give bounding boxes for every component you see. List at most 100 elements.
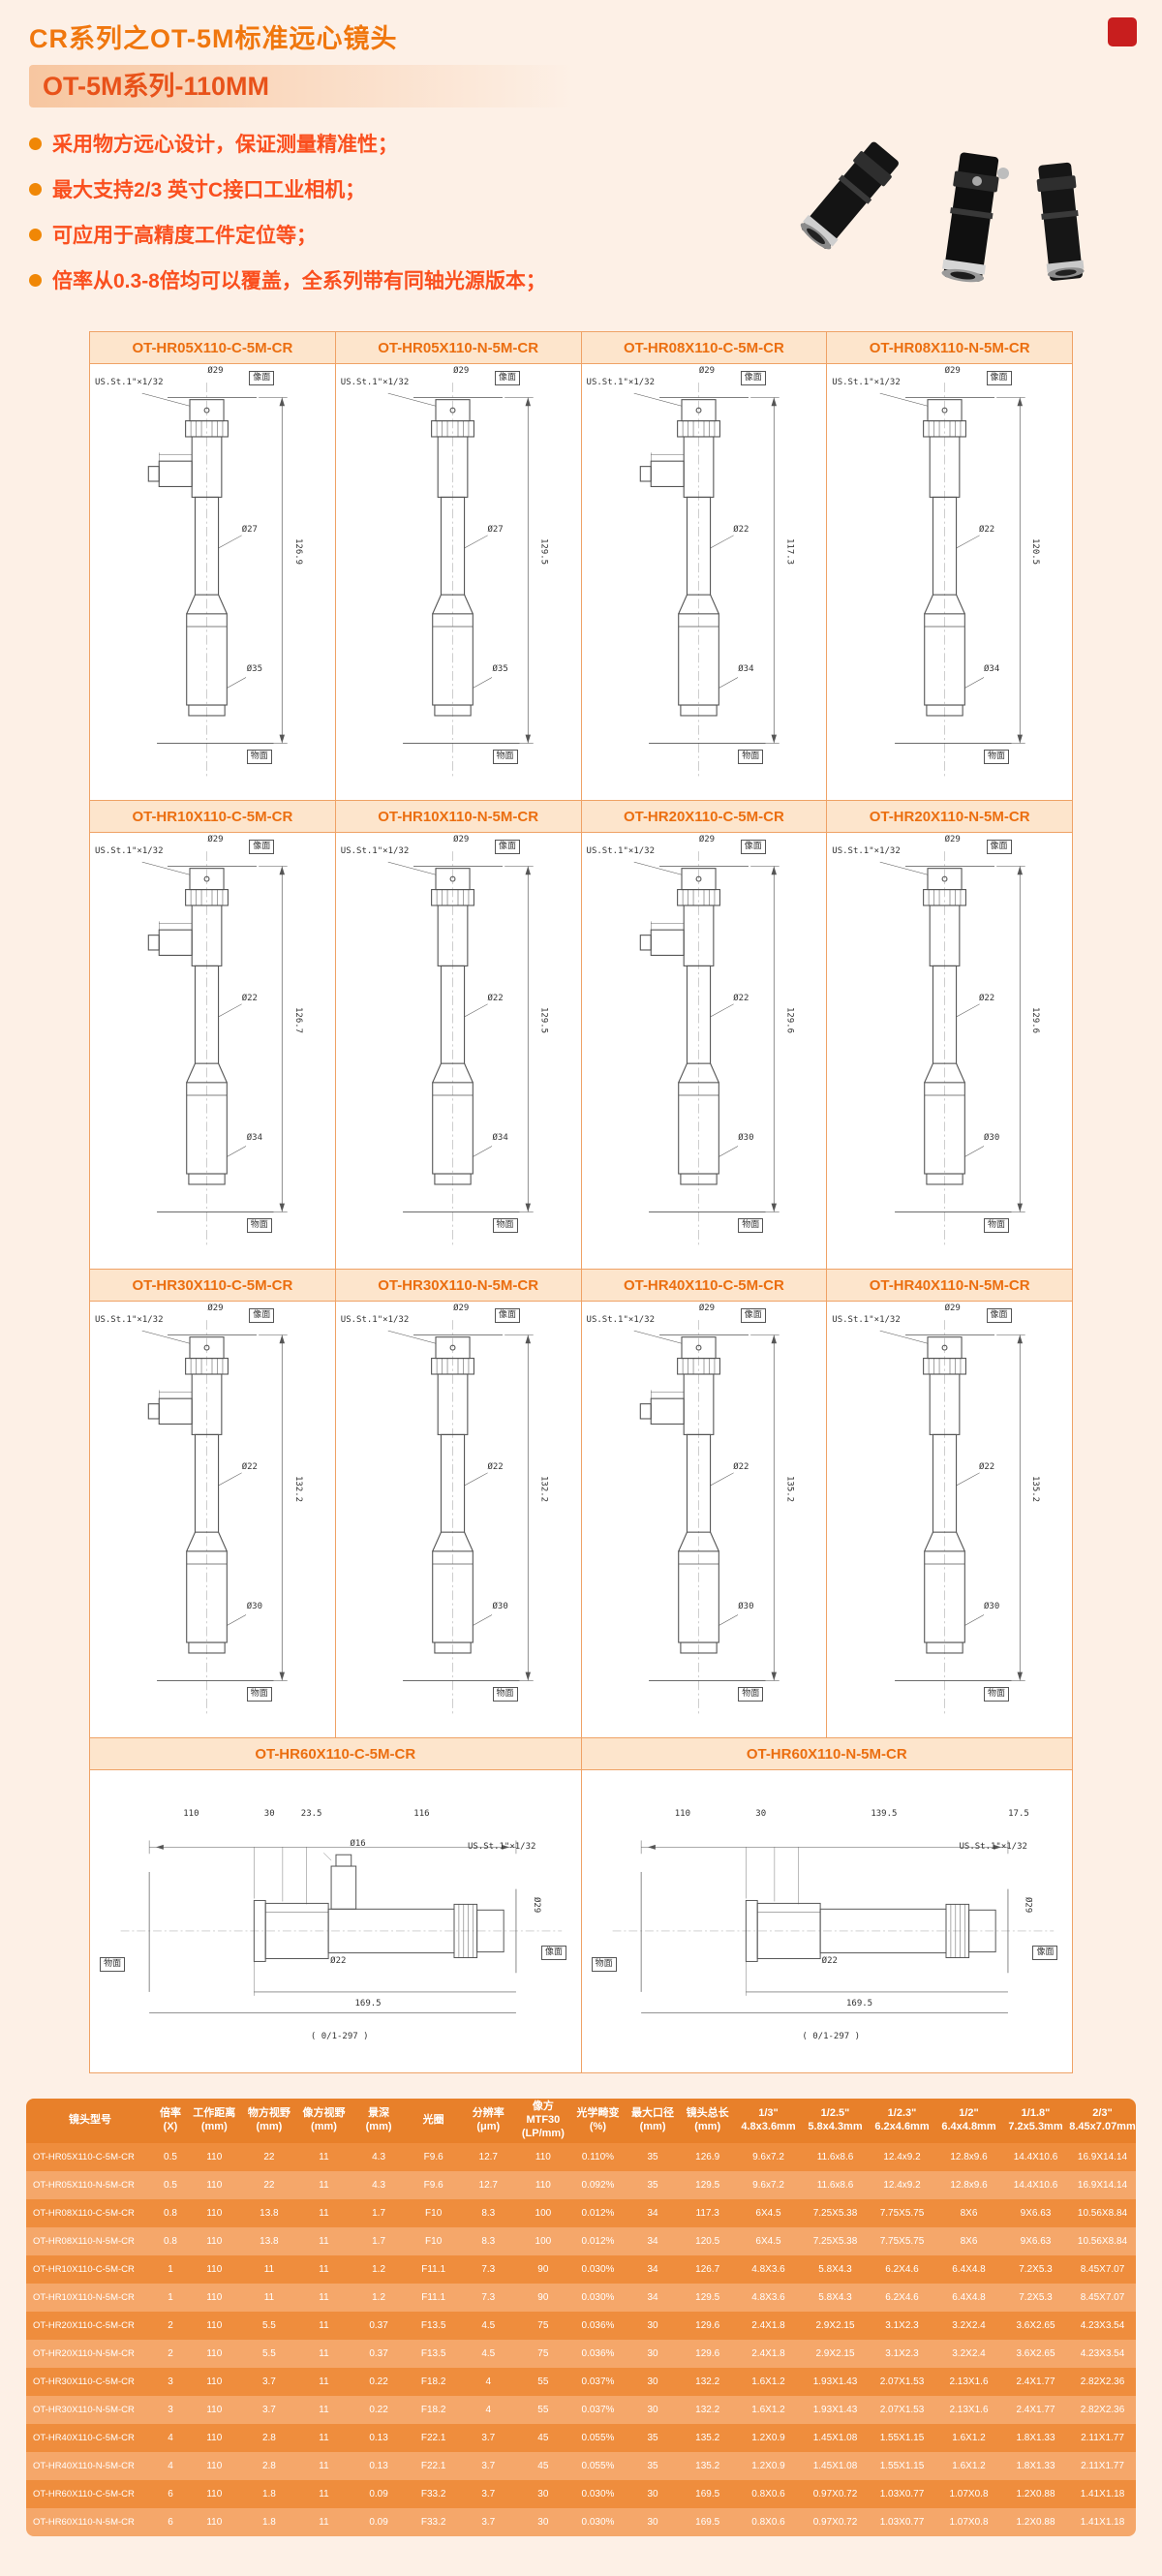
dim-front-diameter: Ø30 bbox=[492, 1601, 508, 1611]
lens-outline-drawing bbox=[633, 1319, 780, 1716]
intro-section: 采用物方远心设计，保证测量精准性； 最大支持2/3 英寸C接口工业相机； 可应用… bbox=[29, 123, 1137, 322]
spec-value-cell: 8.3 bbox=[460, 2227, 516, 2255]
spec-value-cell: 1.45X1.08 bbox=[802, 2452, 869, 2480]
spec-col-header: 光学畸变 (%) bbox=[570, 2099, 626, 2143]
dim-range-note: ( 0/1-297 ) bbox=[310, 2032, 369, 2042]
spec-value-cell: 13.8 bbox=[241, 2227, 297, 2255]
dim-mid-diameter: Ø22 bbox=[733, 993, 749, 1003]
lens-model-header: OT-HR05X110-C-5M-CR bbox=[90, 332, 335, 364]
coaxial-port-outline bbox=[639, 920, 685, 957]
lens-drawing-cell: OT-HR30X110-C-5M-CR Ø29 US.St.1"×1/32 像面… bbox=[90, 1270, 335, 1737]
object-plane-label: 物面 bbox=[246, 750, 272, 765]
spec-value-cell: 0.036% bbox=[570, 2312, 626, 2340]
lens-outline-drawing bbox=[141, 850, 289, 1247]
lens-drawing-cell: OT-HR30X110-N-5M-CR Ø29 US.St.1"×1/32 像面… bbox=[335, 1270, 581, 1737]
dim-total-length: 120.5 bbox=[1030, 538, 1041, 566]
feature-item: 采用物方远心设计，保证测量精准性； bbox=[29, 129, 759, 158]
spec-value-cell: 1.8X1.33 bbox=[1002, 2424, 1069, 2452]
spec-col-header: 最大口径 (mm) bbox=[625, 2099, 681, 2143]
thread-spec-note: US.St.1"×1/32 bbox=[340, 378, 410, 388]
spec-value-cell: 34 bbox=[625, 2199, 681, 2227]
spec-value-cell: 12.8x9.6 bbox=[935, 2171, 1002, 2199]
dim-front-diameter: Ø35 bbox=[246, 663, 263, 674]
spec-value-cell: 0.055% bbox=[570, 2452, 626, 2480]
spec-value-cell: 11 bbox=[296, 2255, 352, 2284]
lens-drawing-cell: OT-HR10X110-N-5M-CR Ø29 US.St.1"×1/32 像面… bbox=[335, 801, 581, 1269]
spec-value-cell: 110 bbox=[187, 2452, 242, 2480]
spec-value-cell: 2.82X2.36 bbox=[1069, 2368, 1136, 2396]
lens-drawing-cell: OT-HR05X110-N-5M-CR Ø29 US.St.1"×1/32 像面… bbox=[335, 332, 581, 800]
spec-value-cell: 9X6.63 bbox=[1002, 2199, 1069, 2227]
dim-top-diameter: Ø29 bbox=[453, 365, 470, 376]
dim-front-diameter: Ø30 bbox=[984, 1601, 1000, 1611]
spec-value-cell: 0.97X0.72 bbox=[802, 2480, 869, 2508]
spec-model-cell: OT-HR40X110-N-5M-CR bbox=[26, 2452, 154, 2480]
dim-segment: 139.5 bbox=[871, 1808, 898, 1819]
spec-value-cell: 8.45X7.07 bbox=[1069, 2284, 1136, 2312]
dim-segment: 30 bbox=[755, 1808, 767, 1819]
spec-value-cell: 8.3 bbox=[460, 2199, 516, 2227]
lens-model-header: OT-HR08X110-C-5M-CR bbox=[581, 332, 827, 364]
spec-value-cell: 3.2X2.4 bbox=[935, 2312, 1002, 2340]
spec-col-header: 1/3" 4.8x3.6mm bbox=[735, 2099, 802, 2143]
spec-value-cell: 110 bbox=[187, 2143, 242, 2171]
spec-value-cell: F18.2 bbox=[406, 2368, 461, 2396]
lens-model-header: OT-HR40X110-C-5M-CR bbox=[581, 1270, 827, 1302]
dim-top-diameter: Ø29 bbox=[453, 834, 470, 844]
dim-total-length: 126.7 bbox=[292, 1007, 303, 1034]
spec-value-cell: F33.2 bbox=[406, 2480, 461, 2508]
spec-value-cell: 3.1X2.3 bbox=[869, 2312, 935, 2340]
spec-value-cell: F9.6 bbox=[406, 2143, 461, 2171]
spec-value-cell: 11 bbox=[296, 2171, 352, 2199]
spec-value-cell: 120.5 bbox=[680, 2227, 735, 2255]
spec-value-cell: 6X4.5 bbox=[735, 2199, 802, 2227]
spec-value-cell: 22 bbox=[241, 2143, 297, 2171]
spec-value-cell: 1.6X1.2 bbox=[735, 2396, 802, 2424]
spec-value-cell: 11 bbox=[241, 2255, 297, 2284]
spec-value-cell: 16.9X14.14 bbox=[1069, 2171, 1136, 2199]
feature-text: 倍率从0.3-8倍均可以覆盖，全系列带有同轴光源版本； bbox=[52, 270, 546, 292]
spec-value-cell: 2.8 bbox=[241, 2424, 297, 2452]
dim-front-diameter: Ø30 bbox=[984, 1132, 1000, 1143]
feature-item: 倍率从0.3-8倍均可以覆盖，全系列带有同轴光源版本； bbox=[29, 265, 759, 294]
spec-value-cell: 11 bbox=[296, 2396, 352, 2424]
spec-value-cell: 9.6x7.2 bbox=[735, 2143, 802, 2171]
spec-value-cell: 3 bbox=[154, 2396, 187, 2424]
image-plane-label: 像面 bbox=[1032, 1945, 1058, 1960]
spec-value-cell: F10 bbox=[406, 2199, 461, 2227]
image-plane-label: 像面 bbox=[249, 840, 275, 855]
image-plane-label: 像面 bbox=[986, 371, 1012, 386]
spec-value-cell: 2.4X1.8 bbox=[735, 2312, 802, 2340]
spec-value-cell: 7.25X5.38 bbox=[802, 2227, 869, 2255]
spec-value-cell: 90 bbox=[515, 2284, 571, 2312]
dim-mid-diameter: Ø22 bbox=[978, 1461, 995, 1472]
dim-front-diameter: Ø34 bbox=[984, 663, 1000, 674]
spec-value-cell: 1.8 bbox=[241, 2508, 297, 2536]
spec-value-cell: 1.41X1.18 bbox=[1069, 2508, 1136, 2536]
object-plane-label: 物面 bbox=[984, 1218, 1010, 1234]
spec-value-cell: 0.036% bbox=[570, 2340, 626, 2368]
lens-drawing-cell: OT-HR08X110-C-5M-CR Ø29 US.St.1"×1/32 像面… bbox=[581, 332, 827, 800]
spec-col-header: 1/1.8" 7.2x5.3mm bbox=[1002, 2099, 1069, 2143]
spec-value-cell: 9X6.63 bbox=[1002, 2227, 1069, 2255]
dim-mid-diameter: Ø22 bbox=[733, 1461, 749, 1472]
dim-total-length: 132.2 bbox=[538, 1476, 549, 1503]
spec-value-cell: 11 bbox=[296, 2452, 352, 2480]
spec-value-cell: 30 bbox=[625, 2396, 681, 2424]
dim-working-distance: 110 bbox=[183, 1808, 199, 1819]
spec-value-cell: 3.7 bbox=[241, 2368, 297, 2396]
thread-spec-note: US.St.1"×1/32 bbox=[959, 1841, 1027, 1852]
spec-value-cell: 7.25X5.38 bbox=[802, 2199, 869, 2227]
lens-outline-drawing bbox=[387, 382, 535, 779]
spec-value-cell: 1.41X1.18 bbox=[1069, 2480, 1136, 2508]
spec-value-cell: 7.2X5.3 bbox=[1002, 2284, 1069, 2312]
spec-col-header: 1/2" 6.4x4.8mm bbox=[935, 2099, 1002, 2143]
spec-value-cell: 7.75X5.75 bbox=[869, 2227, 935, 2255]
lens-outline-drawing bbox=[878, 850, 1025, 1247]
spec-value-cell: 3.7 bbox=[460, 2508, 516, 2536]
lens-outline-drawing bbox=[633, 850, 780, 1247]
spec-value-cell: 110 bbox=[515, 2143, 571, 2171]
spec-value-cell: F22.1 bbox=[406, 2424, 461, 2452]
lens-outline-drawing bbox=[878, 382, 1025, 779]
spec-value-cell: 110 bbox=[187, 2368, 242, 2396]
